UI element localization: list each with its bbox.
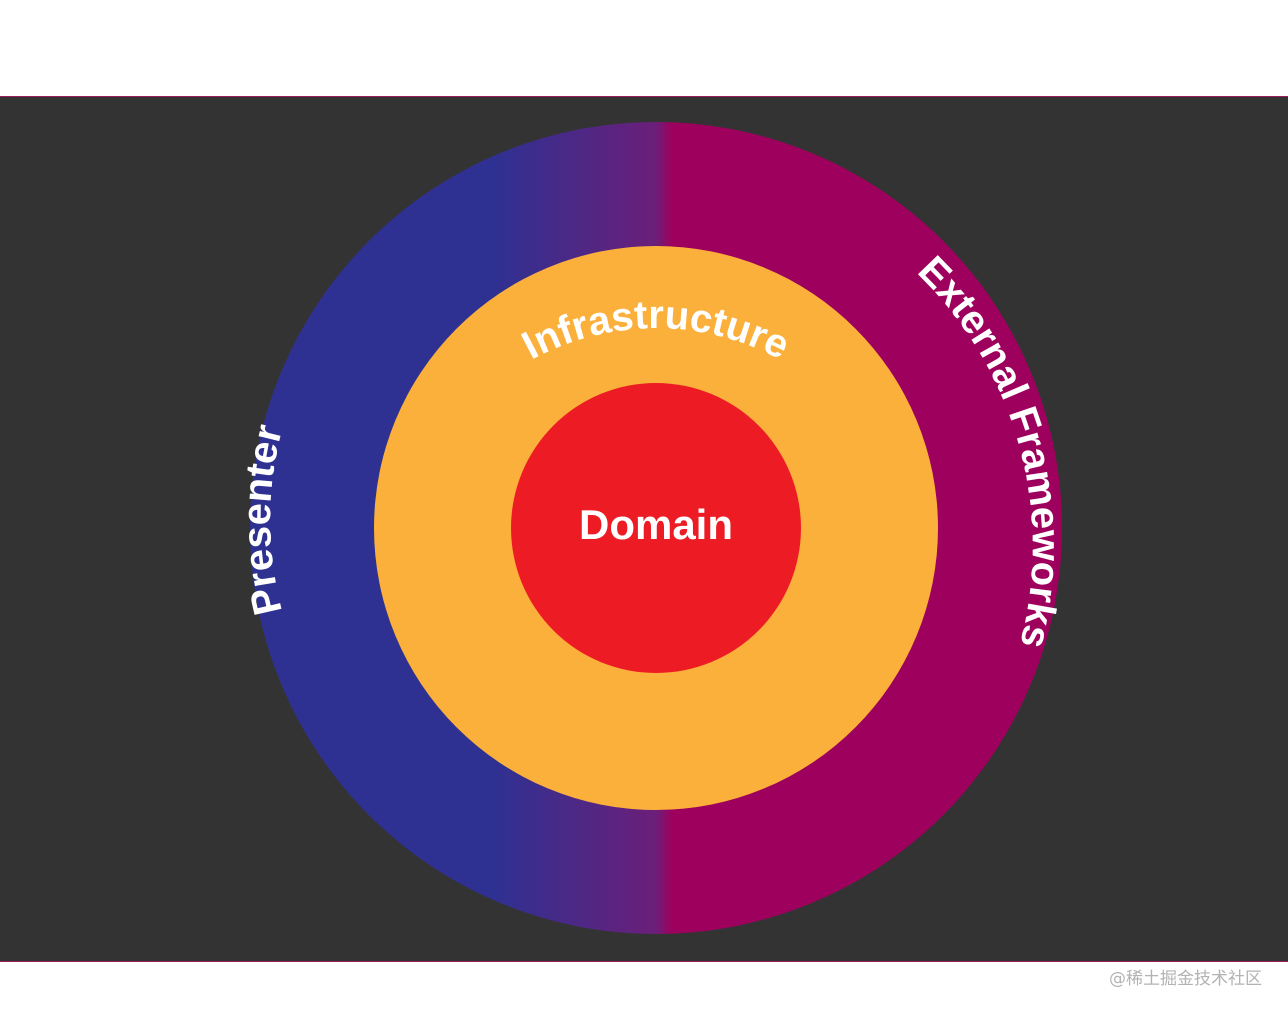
watermark: @稀土掘金技术社区 xyxy=(1109,969,1262,989)
dark-panel xyxy=(0,96,1288,962)
domain-label: Domain xyxy=(579,501,733,548)
domain-core xyxy=(511,383,801,673)
